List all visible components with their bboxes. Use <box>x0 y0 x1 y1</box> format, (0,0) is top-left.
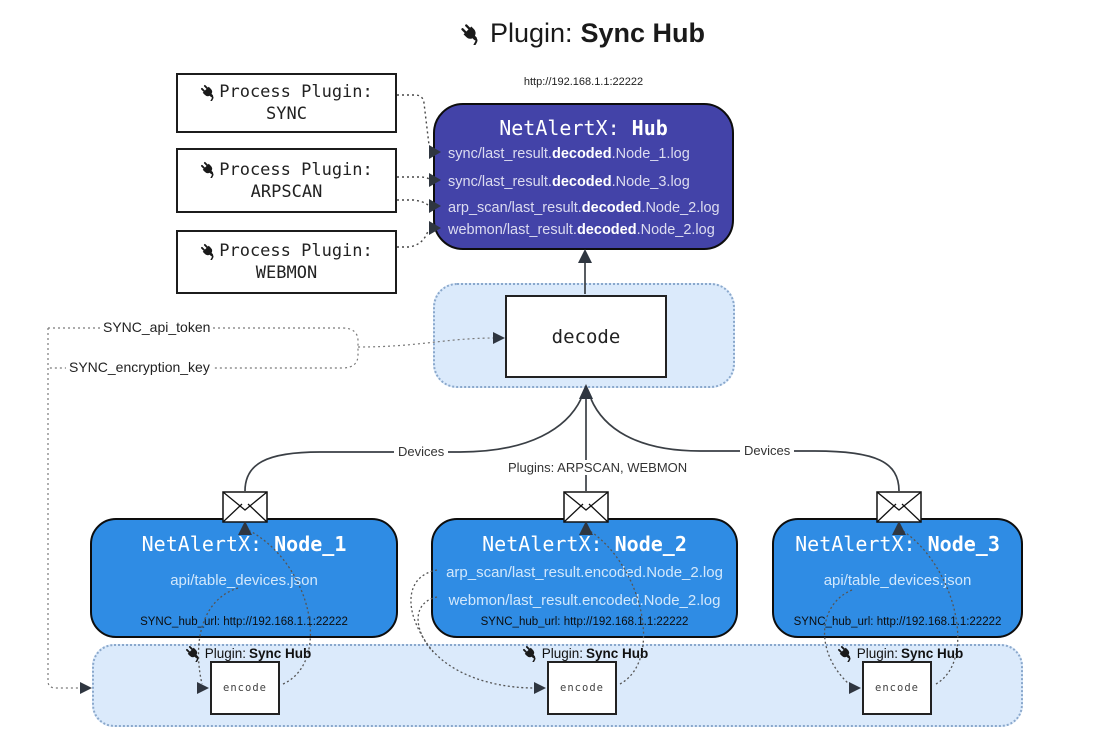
plug-icon <box>200 84 217 101</box>
arrow-icon <box>80 682 92 694</box>
node-title: NetAlertX: Node_3 <box>795 532 1000 556</box>
process-plugin-label: Process Plugin: <box>219 159 373 180</box>
hub-title: NetAlertX: Hub <box>435 116 732 140</box>
encode-plugin-label: Plugin:Sync Hub <box>515 645 655 662</box>
process-plugin-arpscan: Process Plugin: ARPSCAN <box>176 148 397 213</box>
encode-box: encode <box>210 661 280 715</box>
node-3-box: NetAlertX: Node_3 api/table_devices.json… <box>772 518 1023 638</box>
process-plugin-sync: Process Plugin: SYNC <box>176 73 397 133</box>
hub-url: http://192.168.1.1:22222 <box>523 76 644 88</box>
process-plugin-label: Process Plugin: <box>219 82 373 102</box>
node-2-box: NetAlertX: Node_2 arp_scan/last_result.e… <box>431 518 738 638</box>
node-file: api/table_devices.json <box>170 572 318 589</box>
encode-plugin-label: Plugin:Sync Hub <box>178 645 318 662</box>
encode-box: encode <box>862 661 932 715</box>
connector-settings-to-encode-panel <box>47 328 78 689</box>
edge-label-plugins: Plugins: ARPSCAN, WEBMON <box>504 460 692 475</box>
hub-title-name: Hub <box>631 116 668 140</box>
node-file: webmon/last_result.encoded.Node_2.log <box>448 592 721 609</box>
arrow-icon <box>578 249 592 263</box>
process-plugin-webmon: Process Plugin: WEBMON <box>176 230 397 294</box>
node-hub-url: SYNC_hub_url: http://192.168.1.1:22222 <box>793 616 1002 628</box>
page-title-name: Sync Hub <box>580 18 706 48</box>
plug-icon <box>200 161 217 178</box>
encode-plugin-label: Plugin:Sync Hub <box>830 645 970 662</box>
process-plugin-name: SYNC <box>266 104 307 124</box>
setting-sync-encryption-key: SYNC_encryption_key <box>66 359 213 375</box>
plug-icon <box>185 645 202 662</box>
node-file: api/table_devices.json <box>823 572 972 589</box>
node-title: NetAlertX: Node_2 <box>482 532 687 556</box>
edge-label-devices-right: Devices <box>740 443 795 458</box>
edge-label-devices-left: Devices <box>394 444 449 459</box>
connector-sync-to-hub-2 <box>397 176 431 181</box>
plug-icon <box>460 23 482 45</box>
process-plugin-label: Process Plugin: <box>219 241 373 261</box>
plug-icon <box>200 243 217 260</box>
node-file: arp_scan/last_result.encoded.Node_2.log <box>446 564 723 581</box>
encode-box: encode <box>547 661 617 715</box>
plug-icon <box>837 645 854 662</box>
node-1-box: NetAlertX: Node_1 api/table_devices.json… <box>90 518 398 638</box>
decode-box: decode <box>505 295 667 378</box>
node-title: NetAlertX: Node_1 <box>141 532 347 556</box>
connector-webmon-to-hub <box>397 230 429 248</box>
page-title-prefix: Plugin: <box>489 18 573 48</box>
connector-sync-to-hub <box>397 94 430 146</box>
hub-log-line: sync/last_result.decoded.Node_1.log <box>448 146 690 162</box>
hub-log-line: arp_scan/last_result.decoded.Node_2.log <box>448 200 720 216</box>
setting-sync-api-token: SYNC_api_token <box>100 319 214 335</box>
node-hub-url: SYNC_hub_url: http://192.168.1.1:22222 <box>140 616 348 628</box>
process-plugin-name: WEBMON <box>255 263 318 283</box>
page-title: Plugin: Sync Hub <box>48 18 1117 49</box>
connector-arpscan-to-hub <box>397 199 429 206</box>
hub-box: NetAlertX: Hub sync/last_result.decoded.… <box>433 103 734 250</box>
hub-log-line: webmon/last_result.decoded.Node_2.log <box>448 222 715 238</box>
hub-log-line: sync/last_result.decoded.Node_3.log <box>448 174 690 190</box>
plug-icon <box>522 645 539 662</box>
hub-title-prefix: NetAlertX: <box>499 116 620 140</box>
node-hub-url: SYNC_hub_url: http://192.168.1.1:22222 <box>480 616 689 628</box>
process-plugin-name: ARPSCAN <box>250 181 323 202</box>
